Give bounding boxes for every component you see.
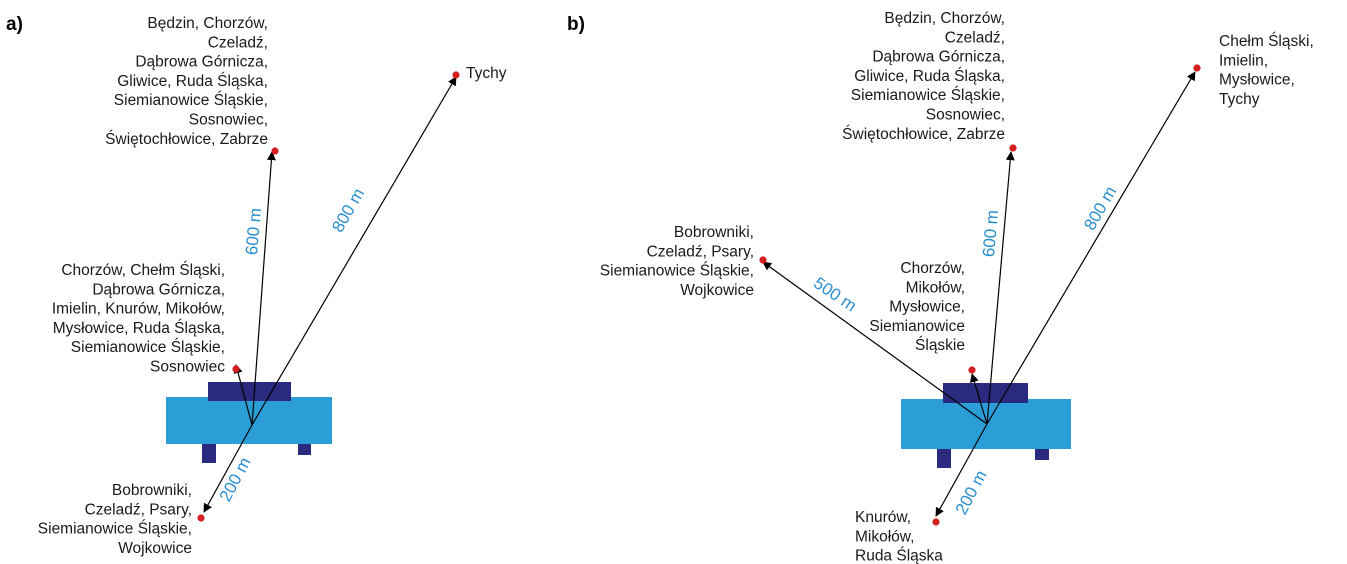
city-line: Chorzów, Chełm Śląski, <box>61 261 225 279</box>
city-list: Tychy <box>466 65 507 82</box>
city-list: Będzin, Chorzów, Czeladź, Dąbrowa Górnicza… <box>842 10 1005 143</box>
arrow-line <box>762 261 988 425</box>
arrow-line <box>203 424 253 513</box>
city-list: Będzin, Chorzów, Czeladź, Dąbrowa Górnicza… <box>105 15 268 148</box>
city-line: Bobrowniki, <box>674 224 754 241</box>
city-line: Chełm Śląski, <box>1219 32 1314 50</box>
city-line: Bobrowniki, <box>112 482 192 499</box>
building-body <box>166 397 332 444</box>
city-list: Knurów, Mikołów, Ruda Śląska <box>855 509 943 564</box>
receptor-point <box>452 71 460 79</box>
building-support <box>202 444 216 463</box>
city-list: Bobrowniki, Czeladź, Psary, Siemianowice Ś… <box>600 224 754 299</box>
receptor-point <box>1009 144 1017 152</box>
city-line: Imielin, Knurów, Mikołów, <box>52 301 225 318</box>
city-line: Dąbrowa Górnicza, <box>872 49 1005 66</box>
city-line: Knurów, <box>855 509 911 526</box>
city-line: Sosnowiec <box>150 359 225 376</box>
city-line: Ruda Śląska <box>855 547 943 564</box>
receptor-point <box>1193 64 1201 72</box>
city-line: Dąbrowa Górnicza, <box>92 281 225 298</box>
city-list: Bobrowniki, Czeladź, Psary, Siemianowice Ś… <box>38 482 192 557</box>
building-support <box>1035 449 1049 460</box>
arrow-line <box>233 364 253 426</box>
receptor-point <box>759 256 767 264</box>
receptor-point <box>968 366 976 374</box>
city-line: Mysłowice, Ruda Śląska, <box>53 319 225 337</box>
building-roof <box>208 382 291 401</box>
panel-label: b) <box>567 14 585 35</box>
city-list: Chełm Śląski, Imielin, Mysłowice, Tychy <box>1219 32 1314 108</box>
arrow-line <box>970 373 988 425</box>
city-line: Mikołów, <box>906 279 965 296</box>
direction-arrow: 800 m Tychy <box>251 65 507 426</box>
direction-arrow: Chorzów, Chełm Śląski, Dąbrowa Górnicza, I… <box>52 261 253 426</box>
city-line: Będzin, Chorzów, <box>147 15 268 32</box>
receptor-point <box>197 514 205 522</box>
building-support <box>937 449 951 468</box>
city-line: Śląskie <box>915 336 965 354</box>
city-line: Wojkowice <box>118 540 192 557</box>
panel-b: b) 200 m Knurów, Mikołów, Ruda Śląska Chorzów… <box>567 10 1314 564</box>
city-line: Świętochłowice, Zabrze <box>105 130 268 148</box>
city-line: Imielin, <box>1219 52 1268 69</box>
city-line: Gliwice, Ruda Śląska, <box>117 72 268 90</box>
city-line: Mysłowice, <box>889 299 965 316</box>
arrow-line <box>251 151 276 426</box>
distance-label: 800 m <box>328 185 368 235</box>
building-support <box>298 444 311 455</box>
city-list: Chorzów, Chełm Śląski, Dąbrowa Górnicza, I… <box>52 261 225 376</box>
city-line: Chorzów, <box>900 260 965 277</box>
city-line: Dąbrowa Górnicza, <box>135 54 268 71</box>
city-line: Czeladź, Psary, <box>647 243 754 260</box>
panel-label: a) <box>6 14 23 35</box>
distance-label: 200 m <box>952 467 991 518</box>
arrow-line <box>935 423 988 517</box>
city-line: Mikołów, <box>855 528 914 545</box>
building-roof <box>943 383 1028 403</box>
city-line: Czeladź, <box>945 29 1005 46</box>
city-line: Siemianowice Śląskie, <box>38 520 192 538</box>
receptor-point <box>232 365 240 373</box>
receptor-point <box>271 147 279 155</box>
city-line: Czeladź, <box>208 34 268 51</box>
city-line: Siemianowice Śląskie, <box>600 262 754 280</box>
arrow-line <box>986 71 1196 425</box>
direction-arrow: 600 m Będzin, Chorzów, Czeladź, Dąbrowa Gór… <box>105 15 279 426</box>
distance-label: 600 m <box>242 207 265 256</box>
city-line: Czeladź, Psary, <box>85 501 192 518</box>
city-line: Sosnowiec, <box>926 107 1005 124</box>
receptor-point <box>932 518 940 526</box>
city-line: Sosnowiec, <box>189 112 268 129</box>
city-line: Wojkowice <box>680 282 754 299</box>
city-line: Mysłowice, <box>1219 72 1295 89</box>
arrow-line <box>251 76 457 426</box>
arrow-line <box>986 151 1015 425</box>
city-line: Siemianowice Śląskie, <box>851 86 1005 104</box>
city-line: Siemianowice <box>869 318 965 335</box>
distance-label: 600 m <box>979 209 1002 258</box>
direction-arrow: 600 m Będzin, Chorzów, Czeladź, Dąbrowa Gór… <box>842 10 1017 425</box>
city-line: Siemianowice Śląskie, <box>71 338 225 356</box>
city-line: Siemianowice Śląskie, <box>114 91 268 109</box>
city-line: Tychy <box>1219 91 1260 108</box>
city-line: Gliwice, Ruda Śląska, <box>854 67 1005 85</box>
city-line: Będzin, Chorzów, <box>884 10 1005 27</box>
city-line: Tychy <box>466 65 507 82</box>
city-line: Świętochłowice, Zabrze <box>842 125 1005 143</box>
distance-label: 500 m <box>810 273 860 315</box>
